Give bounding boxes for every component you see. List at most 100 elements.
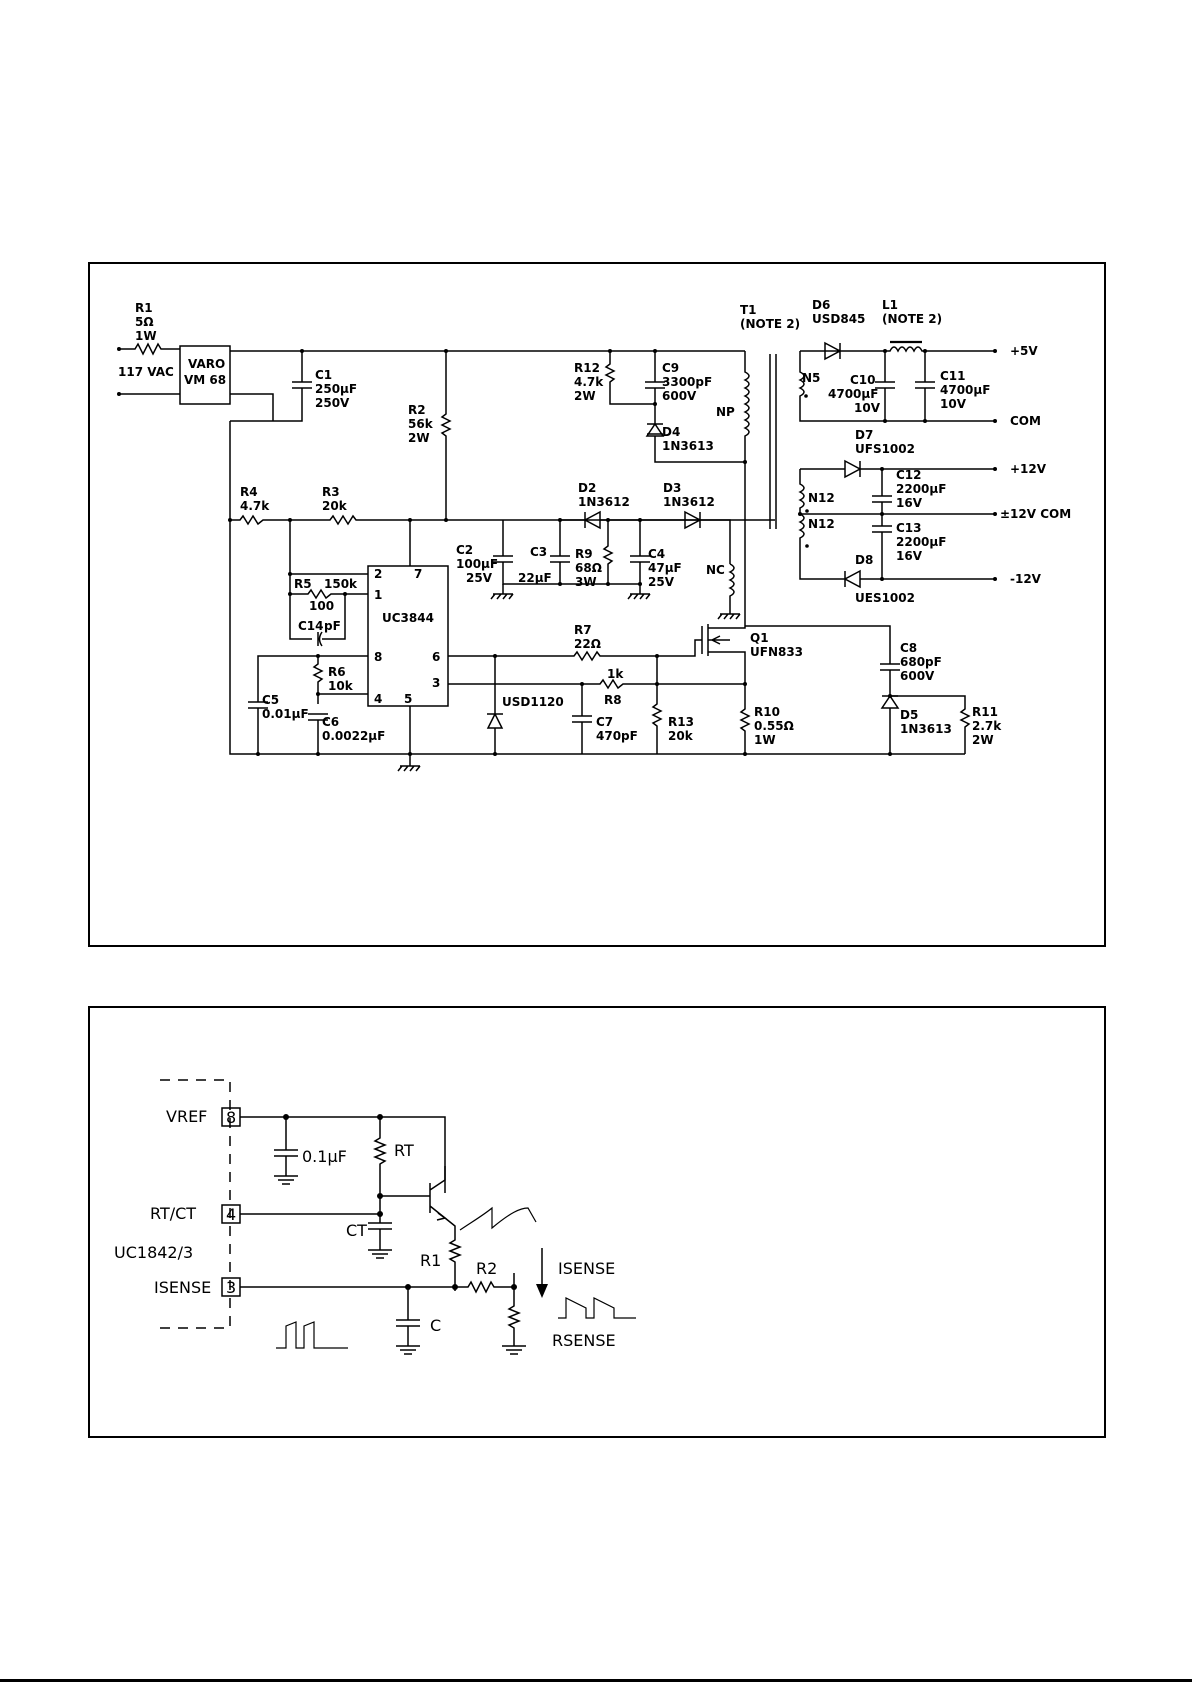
isense-pin-label: ISENSE: [154, 1278, 211, 1297]
svg-text:R1: R1: [420, 1251, 441, 1270]
transformer-core: T1 (NOTE 2): [740, 303, 800, 529]
svg-text:R3: R3: [322, 485, 340, 499]
svg-text:1N3613: 1N3613: [662, 439, 714, 453]
isense-waveform: [558, 1297, 636, 1319]
svg-text:C7: C7: [596, 715, 613, 729]
svg-text:3W: 3W: [575, 575, 597, 589]
r10-resistor: R10 0.55Ω 1W: [739, 684, 794, 756]
svg-text:C14: C14: [298, 619, 324, 633]
svg-text:D6: D6: [812, 298, 830, 312]
pin-8-number: 8: [226, 1108, 236, 1127]
svg-text:RT: RT: [394, 1141, 414, 1160]
svg-text:1: 1: [374, 588, 382, 602]
chip-name-label: UC1842/3: [114, 1243, 193, 1262]
svg-text:20k: 20k: [322, 499, 348, 513]
svg-text:2200µF: 2200µF: [896, 482, 946, 496]
slope-comp-svg: 8 4 3 VREF RT/CT UC1842/3 ISENSE 0.1µF R…: [114, 1079, 636, 1355]
bridge-neg: [230, 393, 274, 421]
svg-text:600V: 600V: [662, 389, 697, 403]
svg-text:UES1002: UES1002: [855, 591, 915, 605]
svg-text:N5: N5: [802, 371, 820, 385]
svg-text:250µF: 250µF: [315, 382, 357, 396]
svg-text:10k: 10k: [328, 679, 354, 693]
c1-return: [230, 394, 303, 422]
svg-text:4: 4: [374, 692, 382, 706]
svg-text:68Ω: 68Ω: [575, 561, 602, 575]
svg-text:R4: R4: [240, 485, 258, 499]
isense-label: ISENSE: [558, 1259, 615, 1278]
svg-text:±12V COM: ±12V COM: [1000, 507, 1071, 521]
svg-text:2W: 2W: [574, 389, 596, 403]
rtct-label: RT/CT: [150, 1204, 196, 1223]
svg-text:56k: 56k: [408, 417, 434, 431]
primary-snubber: R12 4.7k 2W C9 3300pF 600V D4 1N3613: [574, 349, 745, 463]
r1-labels: R1 5Ω 1W: [135, 301, 157, 343]
uc3844-label: UC3844: [382, 611, 434, 625]
q1-mosfet: Q1 UFN833: [701, 624, 803, 684]
svg-text:1W: 1W: [135, 329, 157, 343]
svg-text:3: 3: [432, 676, 440, 690]
svg-text:T1: T1: [740, 303, 757, 317]
svg-text:N12: N12: [808, 491, 835, 505]
svg-text:2: 2: [374, 567, 382, 581]
svg-text:R2: R2: [408, 403, 426, 417]
nc-winding: NC: [706, 563, 741, 620]
svg-text:7: 7: [414, 567, 422, 581]
svg-text:USD845: USD845: [812, 312, 865, 326]
svg-text:1N3612: 1N3612: [663, 495, 715, 509]
svg-text:25V: 25V: [648, 575, 675, 589]
vref-label: VREF: [166, 1107, 207, 1126]
current-arrow: [536, 1248, 548, 1298]
svg-text:pF: pF: [324, 619, 341, 633]
ac-input-label: 117 VAC: [118, 365, 174, 379]
pin-4-number: 4: [226, 1205, 236, 1224]
svg-text:680pF: 680pF: [900, 655, 942, 669]
svg-text:0.55Ω: 0.55Ω: [754, 719, 794, 733]
svg-text:22Ω: 22Ω: [574, 637, 601, 651]
svg-text:1N3613: 1N3613: [900, 722, 952, 736]
rsense-label: RSENSE: [552, 1331, 616, 1350]
svg-text:20k: 20k: [668, 729, 694, 743]
svg-text:4.7k: 4.7k: [574, 375, 604, 389]
svg-text:0.0022µF: 0.0022µF: [322, 729, 385, 743]
ground-symbol-ic: [397, 754, 421, 772]
svg-text:NP: NP: [716, 405, 735, 419]
svg-text:R12: R12: [574, 361, 600, 375]
svg-text:0.01µF: 0.01µF: [262, 707, 309, 721]
svg-text:3300pF: 3300pF: [662, 375, 712, 389]
np-winding: NP: [716, 351, 750, 624]
svg-text:C1: C1: [315, 368, 332, 382]
page-bottom-rule: [0, 1679, 1192, 1682]
svg-text:UFS1002: UFS1002: [855, 442, 915, 456]
svg-text:600V: 600V: [900, 669, 935, 683]
svg-text:C4: C4: [648, 547, 665, 561]
offline-flyback-schematic-panel: R1 5Ω 1W 117 VAC VARO VM 68 C1 250µF 250…: [88, 262, 1106, 947]
svg-text:R13: R13: [668, 715, 694, 729]
gate-drive: R7 22Ω: [448, 623, 702, 662]
svg-text:(NOTE 2): (NOTE 2): [882, 312, 942, 326]
svg-text:4700µF: 4700µF: [828, 387, 878, 401]
svg-text:16V: 16V: [896, 549, 923, 563]
svg-text:10V: 10V: [940, 397, 967, 411]
svg-text:R9: R9: [575, 547, 593, 561]
svg-text:22µF: 22µF: [518, 571, 552, 585]
svg-text:C2: C2: [456, 543, 473, 557]
svg-text:C9: C9: [662, 361, 679, 375]
svg-text:R6: R6: [328, 665, 346, 679]
svg-text:D3: D3: [663, 481, 681, 495]
drain-snubber: C8 680pF 600V D5 1N3613 R11 2.7k 2W: [745, 625, 1002, 756]
svg-text:C6: C6: [322, 715, 339, 729]
svg-text:C5: C5: [262, 693, 279, 707]
svg-text:2.7k: 2.7k: [972, 719, 1002, 733]
svg-text:L1: L1: [882, 298, 898, 312]
svg-text:1k: 1k: [607, 667, 624, 681]
timing-network: R6 10k C5 0.01µF C6 0.0022µF: [248, 654, 385, 756]
npn-transistor: R1: [380, 1166, 463, 1291]
svg-text:N12: N12: [808, 517, 835, 531]
secondary-5v: N5 D6 USD845 L1 (NOTE 2) C10 4700µF 10V …: [798, 298, 1041, 428]
svg-text:2W: 2W: [408, 431, 430, 445]
svg-text:100µF: 100µF: [456, 557, 498, 571]
svg-text:C13: C13: [896, 521, 922, 535]
svg-text:C11: C11: [940, 369, 966, 383]
svg-text:D7: D7: [855, 428, 873, 442]
